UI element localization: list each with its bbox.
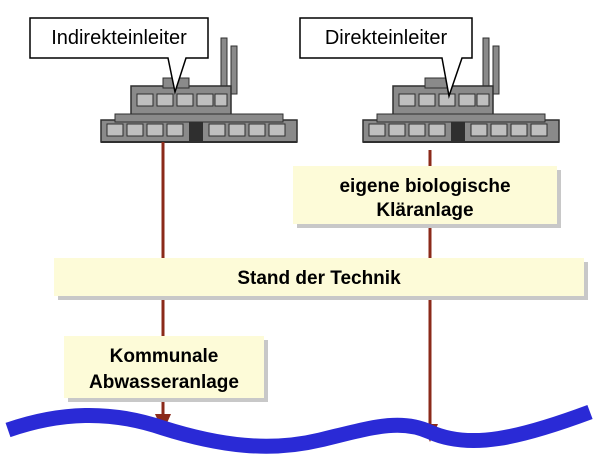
callout-indirect-discharger: Indirekteinleiter [29, 17, 209, 95]
label-direct-discharger: Direkteinleiter [325, 27, 448, 49]
label-state-of-the-art: Stand der Technik [237, 268, 401, 289]
callout-direct-discharger: Direkteinleiter [299, 17, 473, 99]
label-own-treatment-line1: eigene biologische [339, 176, 510, 197]
label-indirect-discharger: Indirekteinleiter [51, 27, 187, 49]
label-own-treatment-line2: Kläranlage [376, 200, 473, 221]
river-wave [5, 404, 593, 454]
label-municipal-line1: Kommunale [110, 346, 219, 367]
box-municipal-wastewater-plant: Kommunale Abwasseranlage [64, 336, 268, 402]
banner-state-of-the-art: Stand der Technik [54, 258, 588, 300]
label-municipal-line2: Abwasseranlage [89, 372, 239, 393]
box-own-treatment-plant: eigene biologische Kläranlage [293, 166, 561, 228]
